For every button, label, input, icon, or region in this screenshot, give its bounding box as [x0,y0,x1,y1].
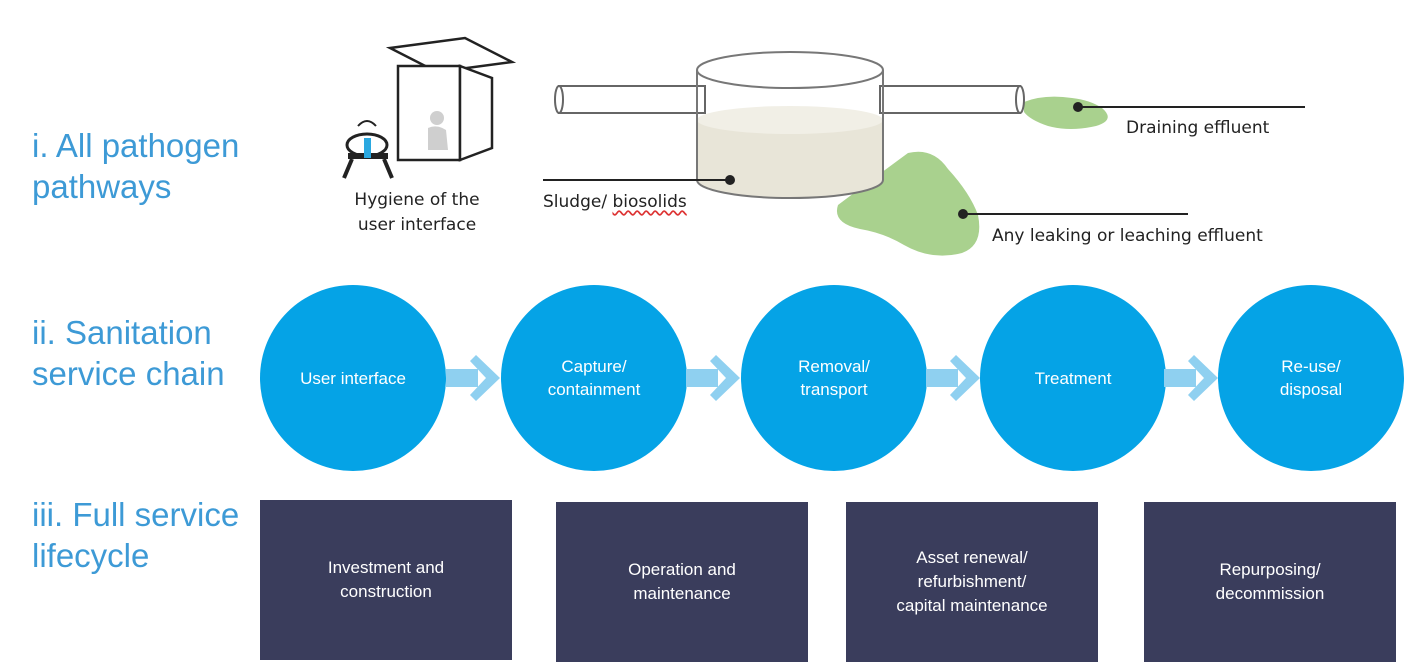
row-label-service-lifecycle: iii. Full service lifecycle [32,496,240,574]
caption-hygiene-user-interface: Hygiene of the user interface [354,190,480,235]
lifecycle-repurposing-decommission: Repurposing/ decommission [1144,502,1396,662]
outlet-pipe [879,85,1025,114]
chain-step-reuse-disposal: Re-use/ disposal [1218,285,1404,471]
chain-step-capture-containment: Capture/ containment [501,285,687,471]
toilet-pedestal-icon [342,120,394,179]
sanitation-illustration [342,36,1305,256]
row-label-pathogen-pathways: i. All pathogen pathways [32,127,240,205]
lifecycle-investment-construction: Investment and construction [260,500,512,660]
latrine-cabin-icon [385,36,517,162]
containment-tank [696,51,884,199]
caption-sludge-biosolids: Sludge/ biosolids [543,190,687,215]
chain-step-user-interface: User interface [260,285,446,471]
lifecycle-asset-renewal: Asset renewal/ refurbishment/ capital ma… [846,502,1098,662]
row-label-service-chain: ii. Sanitation service chain [32,314,225,392]
caption-sludge-prefix: Sludge/ [543,192,613,212]
caption-biosolids-word: biosolids [612,192,687,212]
lifecycle-operation-maintenance: Operation and maintenance [556,502,808,662]
caption-leaking-effluent: Any leaking or leaching effluent [992,226,1263,246]
inlet-pipe [554,85,706,114]
caption-draining-effluent: Draining effluent [1126,118,1270,138]
leaking-effluent-puddle [836,151,980,256]
chain-step-removal-transport: Removal/ transport [741,285,927,471]
draining-effluent-puddle [1024,96,1108,129]
chain-arrow-icon [1164,355,1218,401]
chain-arrow-icon [446,355,500,401]
chain-arrow-icon [686,355,740,401]
chain-step-treatment: Treatment [980,285,1166,471]
chain-arrow-icon [926,355,980,401]
